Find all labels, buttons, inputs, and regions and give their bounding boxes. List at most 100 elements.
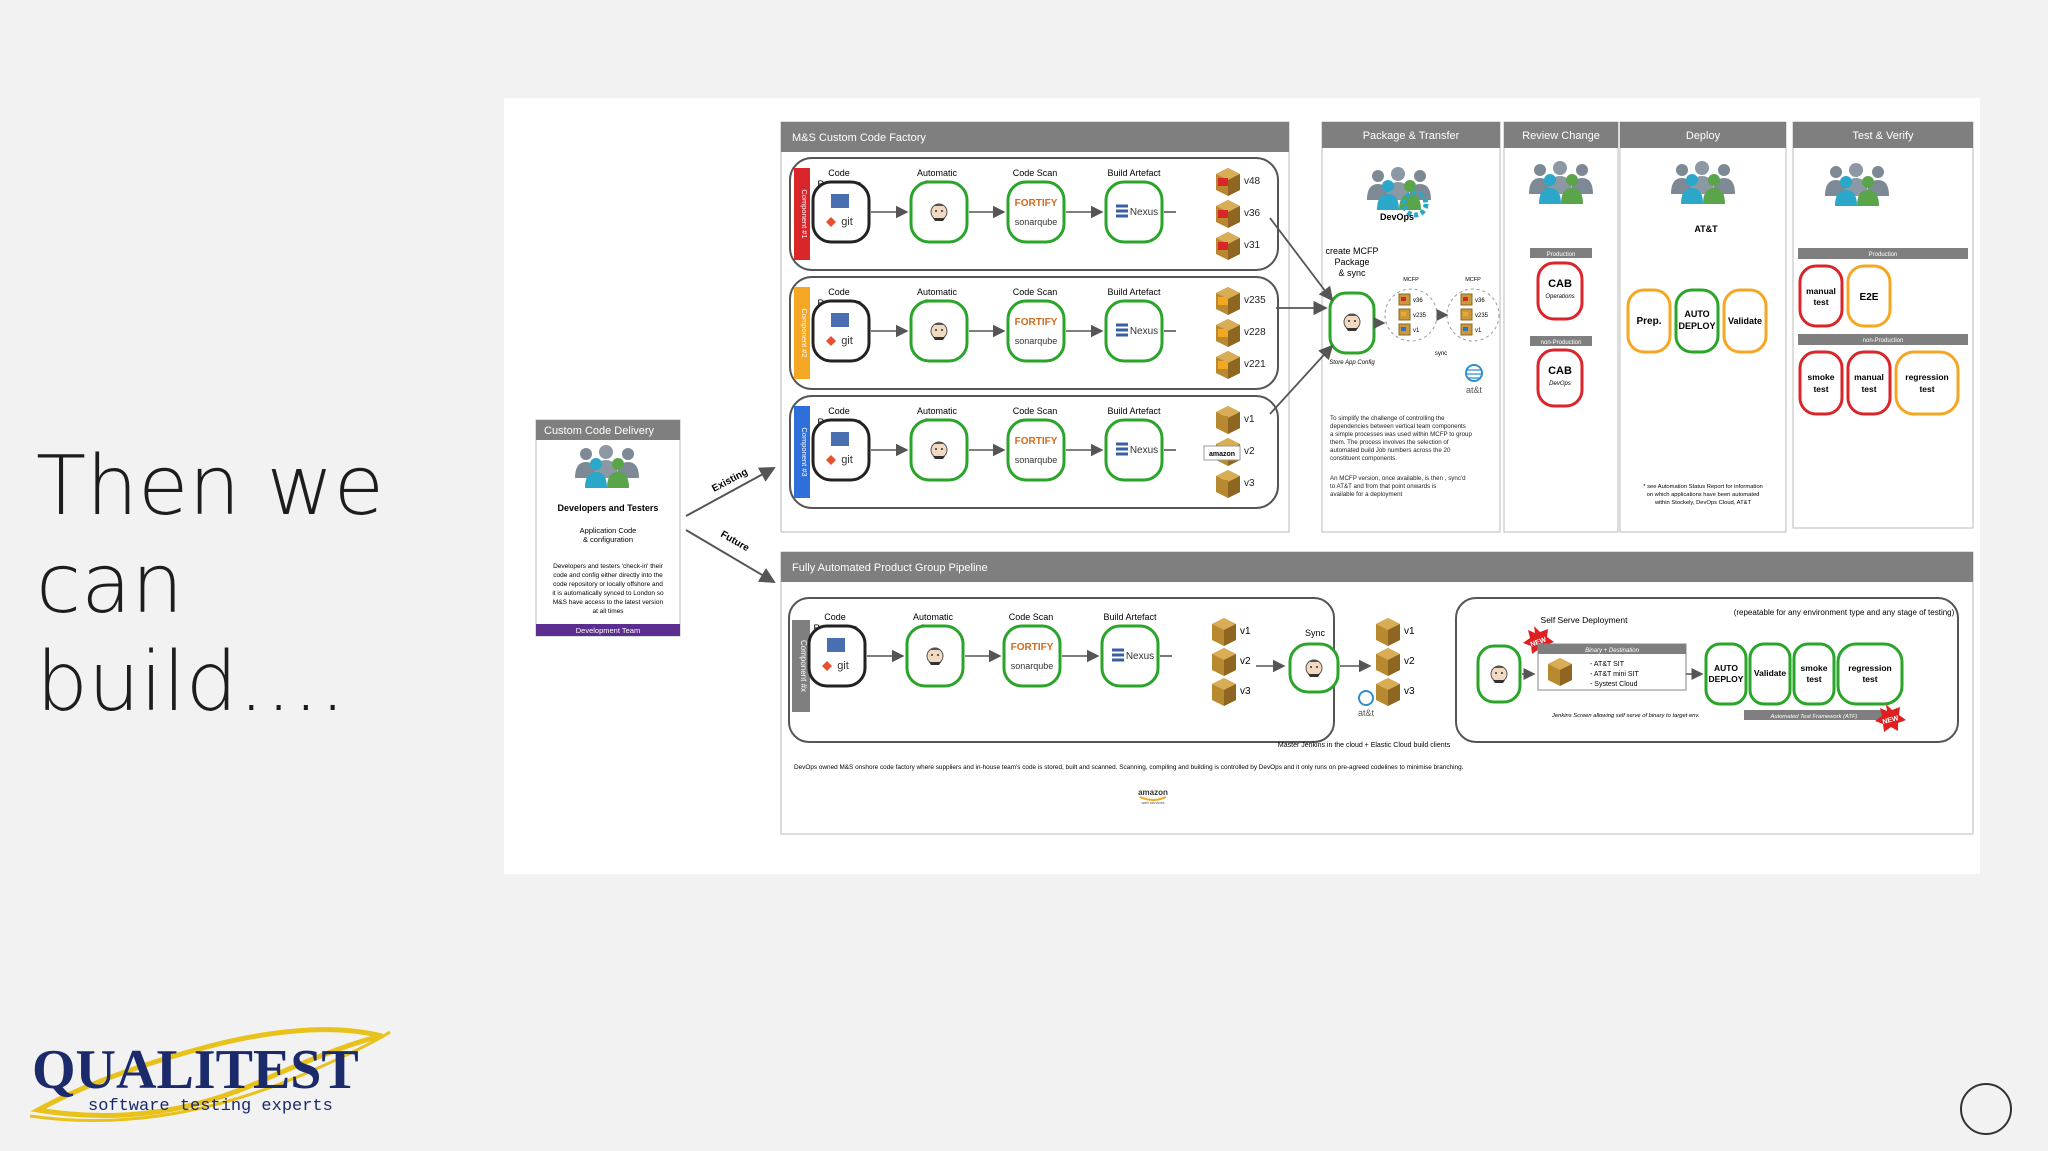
slide-nav-button[interactable]: [1960, 1083, 2012, 1135]
e2e-node: [1846, 264, 1892, 328]
mcfp-stack-0-mark-1: [1401, 312, 1406, 316]
binary-box-icon: [1548, 658, 1572, 686]
pipe-repo-node: [807, 624, 867, 688]
comp3-version-1: v2: [1244, 446, 1255, 457]
ss-smoke-test-node: [1792, 642, 1836, 706]
code-factory-title: M&S Custom Code Factory: [792, 132, 926, 144]
package-desc-1: To simplify the challenge of controlling…: [1330, 415, 1445, 422]
mcfp-right-stack: [1446, 288, 1500, 342]
mcfp-stack-1-version-0: v36: [1475, 298, 1485, 304]
app-config-label: & configuration: [583, 535, 633, 544]
mcfp-stack-0-mark-2: [1401, 327, 1406, 331]
pipe-nexus-label: Nexus: [1126, 651, 1154, 662]
test-production-label: Production: [1869, 252, 1898, 258]
ss-auto-deploy-1: AUTO: [1714, 663, 1738, 673]
package-transfer-panel: Package & Transfer DevOps create MCFP Pa…: [1321, 121, 1501, 533]
component-row-3-label: Component #3: [800, 427, 809, 476]
comp3-stage-heading-1-0: Automatic: [917, 406, 958, 416]
slide-heading: Then we can build….: [36, 438, 506, 732]
deploy-title: Deploy: [1686, 130, 1721, 142]
aws-logo-subtext: web services: [1141, 800, 1164, 805]
comp1-nexus-label: Nexus: [1130, 207, 1158, 218]
validate-node: [1722, 288, 1768, 354]
pipe-version-right-1: v2: [1404, 656, 1415, 667]
target-att-mini-sit: - AT&T mini SIT: [1590, 671, 1639, 678]
delivery-desc-2: code and config either directly into the: [553, 572, 663, 579]
comp1-repo-node: [811, 180, 871, 244]
comp1-stage-heading-0-0: Code: [828, 168, 850, 178]
ss-validate-label: Validate: [1754, 668, 1786, 678]
development-team-label: Development Team: [576, 626, 640, 635]
delivery-desc-4: it is automatically synced to London so: [552, 590, 664, 597]
delivery-desc-6: at all times: [592, 608, 624, 615]
manual-test-nonprod-2: test: [1861, 384, 1876, 394]
mcfp-stack-0-version-2: v1: [1413, 328, 1420, 334]
existing-label: Existing: [710, 467, 750, 495]
comp1-nexus-icon: [1116, 204, 1128, 218]
comp3-nexus-label: Nexus: [1130, 445, 1158, 456]
pipe-version-left-1: v2: [1240, 656, 1251, 667]
pipe-sync-jenkins-icon: [1305, 659, 1323, 678]
component-row-1-label: Component #1: [800, 189, 809, 238]
comp1-git-icon: [826, 217, 836, 227]
target-systest-cloud: - Systest Cloud: [1590, 681, 1638, 688]
comp3-repo-icon: [831, 432, 849, 446]
pipe-git-icon: [822, 661, 832, 671]
comp2-stage-heading-3-0: Build Artefact: [1107, 287, 1161, 297]
pipe-sync-label: Sync: [1305, 628, 1326, 638]
comp1-scan-node: [1006, 180, 1066, 244]
pipe-version-right-0: v1: [1404, 626, 1415, 637]
pipe-sonar-label: sonarqube: [1011, 661, 1054, 671]
comp2-version-2: v221: [1244, 359, 1266, 370]
pipe-version-right-2: v3: [1404, 686, 1415, 697]
regression-test-2: test: [1919, 384, 1934, 394]
pipe-box-right-1: [1376, 648, 1400, 676]
comp3-git-label: git: [841, 454, 853, 466]
pipeline-stages: CodeRepositoryAutomaticBuildsCode ScanBu…: [807, 612, 1415, 718]
pipeline-component-label: Component #x: [799, 640, 808, 692]
manual-test-prod-1: manual: [1806, 286, 1836, 296]
mcfp-stack-1-mark-1: [1463, 312, 1468, 316]
comp3-jenkins-icon: [930, 441, 948, 460]
new-badge-2: [1875, 704, 1906, 732]
mcfp-left-label: MCFP: [1403, 277, 1419, 283]
slide-heading-line-2: build….: [36, 635, 346, 730]
comp2-store-node: [1104, 299, 1164, 363]
pipe-box-right-2: [1376, 678, 1400, 706]
package-desc-5: automated build Job numbers across the 2…: [1330, 447, 1451, 454]
comp2-version-1: v228: [1244, 327, 1266, 338]
mcfp-stack-1-mark-0: [1463, 297, 1468, 301]
comp1-store-node: [1104, 180, 1164, 244]
component-row-1: Component #1CodeRepositoryAutomaticBuild…: [789, 157, 1279, 271]
aws-logo-text: amazon: [1138, 788, 1168, 797]
mcfp-stack-1-mark-2: [1463, 327, 1468, 331]
comp3-sonar-label: sonarqube: [1015, 455, 1058, 465]
amazon-web-services-logo: [1134, 786, 1172, 800]
ss-smoke-test-1: smoke: [1801, 663, 1828, 673]
package-desc-4: them. The process involves the selection…: [1330, 439, 1449, 446]
qualitest-logo: QUALITEST software testing experts: [29, 1027, 391, 1123]
package-desc-2: dependencies between vertical team compo…: [1330, 423, 1466, 430]
pipe-repo-icon: [827, 638, 845, 652]
devops-pipeline-figure: Custom Code Delivery Developers and Test…: [504, 98, 1980, 874]
cab-operations-sub: Operations: [1545, 294, 1574, 300]
comp2-box-mark-2: [1218, 361, 1228, 369]
review-change-panel: Review Change Production CAB Operations …: [1503, 121, 1619, 533]
component-row-2: Component #2CodeRepositoryAutomaticBuild…: [789, 276, 1279, 390]
comp2-box-mark-0: [1218, 297, 1228, 305]
ss-regression-test-2: test: [1862, 674, 1877, 684]
comp3-box-mark-0: [1218, 416, 1228, 424]
review-change-title: Review Change: [1522, 130, 1600, 142]
component-row-3-color-tab: [794, 406, 810, 498]
component-rows: Component #1CodeRepositoryAutomaticBuild…: [789, 157, 1279, 509]
smoke-test-node: [1798, 350, 1844, 416]
manual-test-prod-node: [1798, 264, 1844, 328]
pipe-att-globe-icon: [1358, 690, 1374, 706]
manual-test-prod-2: test: [1813, 297, 1828, 307]
comp3-box-mark-2: [1218, 480, 1228, 488]
comp3-git-icon: [826, 455, 836, 465]
delivery-desc-1: Developers and testers 'check-in' their: [553, 563, 664, 570]
mcfp-stack-1-version-1: v235: [1475, 313, 1489, 319]
target-att-sit: - AT&T SIT: [1590, 661, 1625, 668]
create-mcfp-3: & sync: [1338, 268, 1366, 278]
